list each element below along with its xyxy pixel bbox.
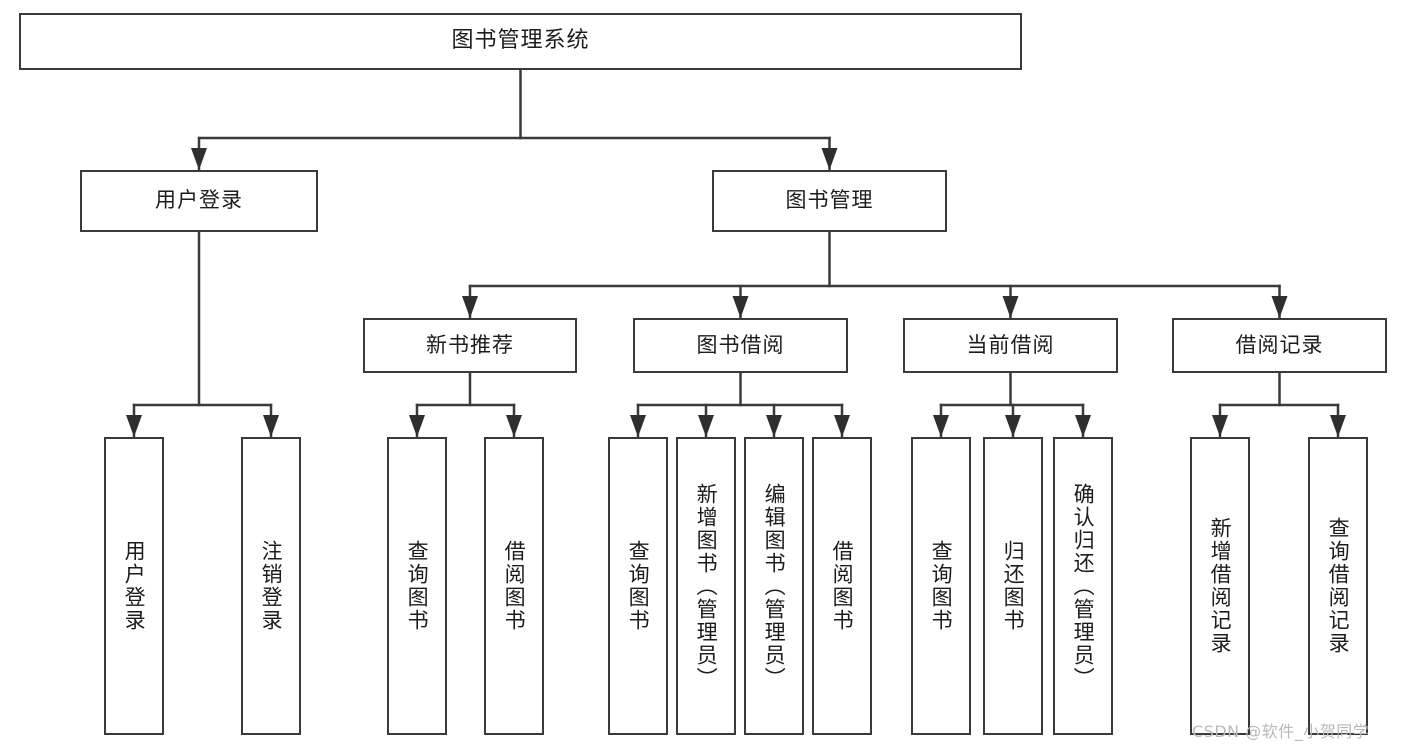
- arrowhead-icon: [126, 415, 142, 437]
- arrowhead-icon: [933, 415, 949, 437]
- node-leaf6[interactable]: 新增图书（管理员）: [676, 437, 736, 735]
- arrowhead-icon: [506, 415, 522, 437]
- node-leaf4[interactable]: 借阅图书: [484, 437, 544, 735]
- node-records[interactable]: 借阅记录: [1172, 318, 1387, 373]
- arrowhead-icon: [630, 415, 646, 437]
- node-label: 借阅记录: [1235, 332, 1324, 357]
- arrowhead-icon: [1330, 415, 1346, 437]
- node-leaf12[interactable]: 新增借阅记录: [1190, 437, 1250, 735]
- node-leaf8[interactable]: 借阅图书: [812, 437, 872, 735]
- arrowhead-icon: [1005, 415, 1021, 437]
- node-newbooks[interactable]: 新书推荐: [363, 318, 577, 373]
- arrowhead-icon: [766, 415, 782, 437]
- node-label: 新增借阅记录: [1208, 517, 1233, 655]
- node-label: 新书推荐: [426, 332, 514, 357]
- node-label: 借阅图书: [830, 540, 855, 632]
- arrowhead-icon: [834, 415, 850, 437]
- node-login[interactable]: 用户登录: [80, 170, 318, 232]
- node-leaf7[interactable]: 编辑图书（管理员）: [744, 437, 804, 735]
- arrowhead-icon: [732, 296, 749, 318]
- arrowhead-icon: [698, 415, 714, 437]
- node-leaf5[interactable]: 查询图书: [608, 437, 668, 735]
- node-label: 归还图书: [1001, 540, 1026, 632]
- node-leaf9[interactable]: 查询图书: [911, 437, 971, 735]
- node-bookmgmt[interactable]: 图书管理: [712, 170, 947, 232]
- arrowhead-icon: [1002, 296, 1019, 318]
- arrowhead-icon: [1271, 296, 1288, 318]
- node-label: 确认归还（管理员）: [1071, 482, 1096, 690]
- arrowhead-icon: [263, 415, 279, 437]
- node-label: 图书管理系统: [451, 28, 590, 54]
- node-label: 查询图书: [626, 540, 651, 632]
- node-label: 用户登录: [122, 540, 147, 632]
- node-label: 借阅图书: [502, 540, 527, 632]
- arrowhead-icon: [462, 296, 478, 318]
- csdn-watermark: CSDN @软件_小贺同学: [1192, 722, 1370, 741]
- node-leaf2[interactable]: 注销登录: [241, 437, 301, 735]
- node-leaf11[interactable]: 确认归还（管理员）: [1053, 437, 1113, 735]
- arrowhead-icon: [409, 415, 425, 437]
- node-label: 查询借阅记录: [1326, 517, 1351, 655]
- node-leaf13[interactable]: 查询借阅记录: [1308, 437, 1368, 735]
- node-label: 查询图书: [929, 540, 954, 632]
- node-leaf3[interactable]: 查询图书: [387, 437, 447, 735]
- node-label: 图书管理: [785, 188, 874, 213]
- node-label: 用户登录: [155, 188, 243, 213]
- node-leaf10[interactable]: 归还图书: [983, 437, 1043, 735]
- node-leaf1[interactable]: 用户登录: [104, 437, 164, 735]
- arrowhead-icon: [821, 148, 838, 170]
- node-borrow[interactable]: 图书借阅: [633, 318, 848, 373]
- arrowhead-icon: [191, 148, 207, 170]
- arrowhead-icon: [1075, 415, 1091, 437]
- node-label: 注销登录: [259, 540, 284, 632]
- node-label: 查询图书: [405, 540, 430, 632]
- arrowhead-icon: [1212, 415, 1228, 437]
- node-current[interactable]: 当前借阅: [903, 318, 1118, 373]
- node-label: 编辑图书（管理员）: [762, 482, 787, 690]
- node-label: 当前借阅: [966, 332, 1055, 357]
- node-root[interactable]: 图书管理系统: [19, 13, 1022, 70]
- node-label: 新增图书（管理员）: [694, 482, 719, 690]
- node-label: 图书借阅: [696, 332, 785, 357]
